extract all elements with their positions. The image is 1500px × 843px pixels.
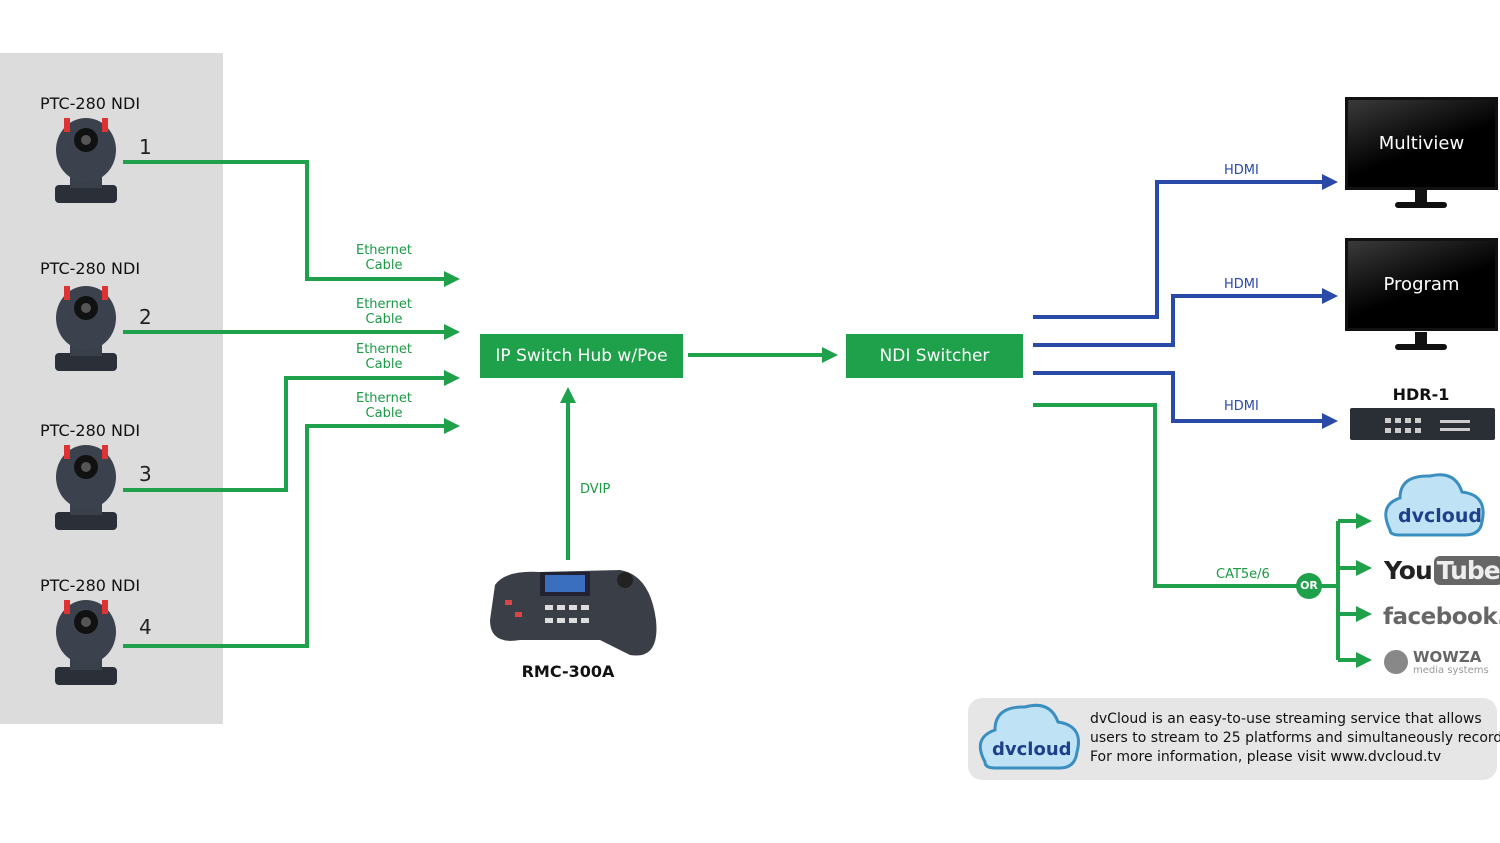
cat-line xyxy=(1033,403,1297,588)
youtube-tube: Tube xyxy=(1433,556,1500,585)
cable-label-line: Cable xyxy=(365,258,403,273)
ethernet-label-line: Ethernet xyxy=(356,391,412,406)
multiview-monitor: Multiview xyxy=(1345,97,1498,190)
youtube-you: You xyxy=(1384,556,1433,585)
or-circle xyxy=(1296,573,1322,599)
dvcloud-logo: dvcloud xyxy=(1398,505,1482,527)
hdmi-label-1: HDMI xyxy=(1224,163,1259,178)
camera-2-label: PTC-280 NDI xyxy=(40,259,141,278)
wowza-logo-icon xyxy=(1384,650,1408,674)
camera-1-label: PTC-280 NDI xyxy=(40,94,141,113)
camera-3-label: PTC-280 NDI xyxy=(40,421,141,440)
rmc-controller-icon xyxy=(490,570,657,656)
cat-label: CAT5e/6 xyxy=(1216,567,1270,582)
info-dvcloud-logo: dvcloud xyxy=(992,739,1072,760)
cable-label-line: Cable xyxy=(365,312,403,327)
facebook-logo: facebook. xyxy=(1383,604,1500,630)
info-text: dvCloud is an easy-to-use streaming serv… xyxy=(1090,710,1500,767)
hdmi-program xyxy=(1033,288,1338,347)
cable-cam1 xyxy=(123,160,460,287)
controller-label: RMC-300A xyxy=(521,662,615,681)
ethernet-label-line: Ethernet xyxy=(356,243,412,258)
hdmi-multiview xyxy=(1033,174,1338,319)
info-line-2: users to stream to 25 platforms and simu… xyxy=(1090,730,1500,746)
hdmi-label-2: HDMI xyxy=(1224,277,1259,292)
camera-4-label: PTC-280 NDI xyxy=(40,576,141,595)
camera-1-number: 1 xyxy=(139,135,152,159)
hdr1-device-icon xyxy=(1350,408,1495,440)
hdr1-label: HDR-1 xyxy=(1392,385,1450,404)
ndi-switcher-box: NDI Switcher xyxy=(846,334,1023,378)
or-label: OR xyxy=(1300,579,1318,592)
info-line-1: dvCloud is an easy-to-use streaming serv… xyxy=(1090,711,1482,727)
hdmi-hdr1 xyxy=(1033,371,1338,429)
cable-cam4 xyxy=(123,418,460,648)
camera-3-number: 3 xyxy=(139,462,152,486)
dvcloud-cloud-icon xyxy=(1384,473,1485,537)
ptz-camera-icon xyxy=(55,445,117,530)
ptz-camera-icon xyxy=(55,118,117,203)
ip-switch-hub-box: IP Switch Hub w/Poe xyxy=(480,334,683,378)
cable-cam3 xyxy=(123,370,460,492)
cable-label-line: Cable xyxy=(365,357,403,372)
cable-label-line: Cable xyxy=(365,406,403,421)
ethernet-label-line: Ethernet xyxy=(356,297,412,312)
ptz-camera-icon xyxy=(55,600,117,685)
ethernet-label-line: Ethernet xyxy=(356,342,412,357)
wowza-subtitle: media systems xyxy=(1413,665,1489,676)
info-line-3[interactable]: For more information, please visit www.d… xyxy=(1090,749,1442,765)
ptz-camera-icon xyxy=(55,286,117,371)
wowza-logo: WOWZA xyxy=(1413,648,1482,666)
camera-4-number: 4 xyxy=(139,615,152,639)
monitor-stands xyxy=(1395,190,1447,350)
dvip-label: DVIP xyxy=(580,482,611,497)
camera-2-number: 2 xyxy=(139,305,152,329)
program-monitor: Program xyxy=(1345,238,1498,331)
camera-icons xyxy=(55,118,117,685)
hdmi-label-3: HDMI xyxy=(1224,399,1259,414)
